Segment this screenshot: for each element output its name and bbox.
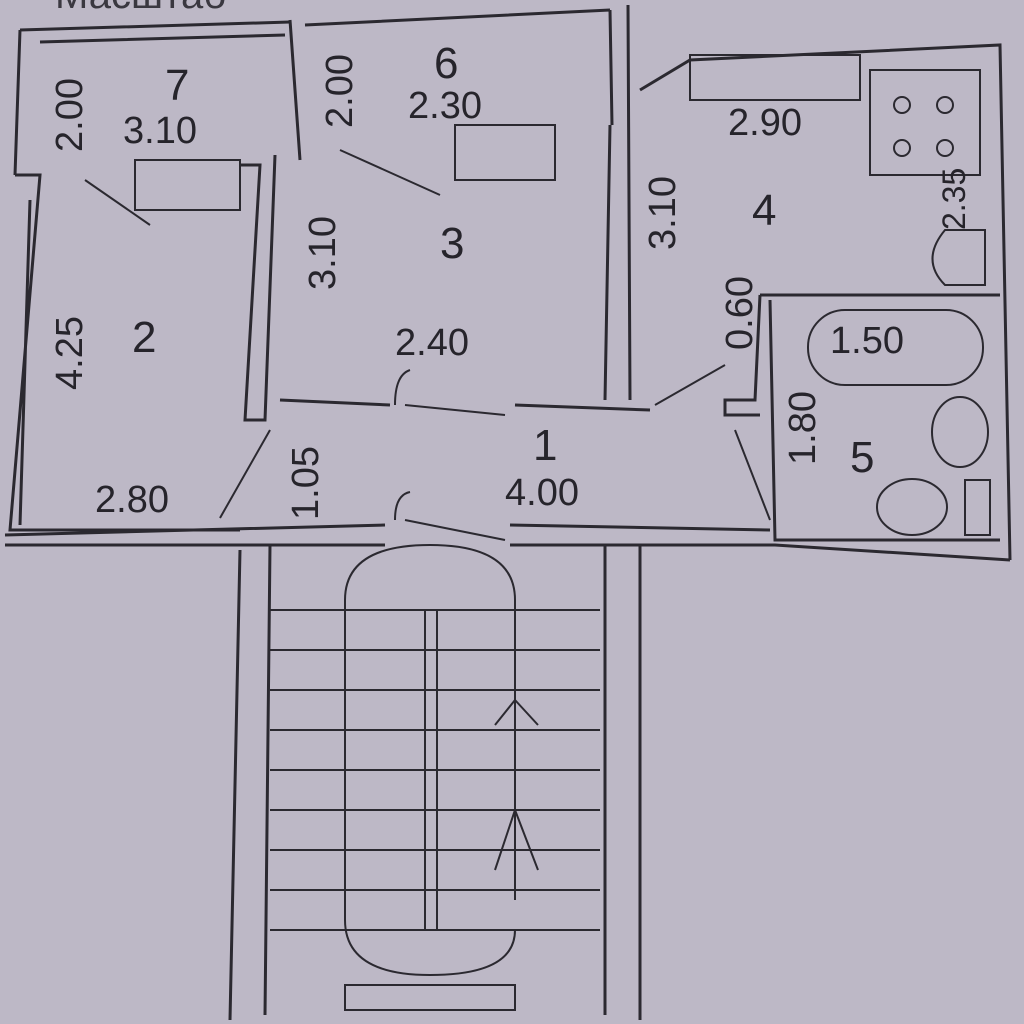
- staircase: [270, 543, 600, 1011]
- room-number-6: 6: [434, 39, 458, 88]
- dim-kitchen-side: 2.35: [936, 168, 972, 230]
- bathtub-icon: [807, 309, 984, 386]
- dim-room6-width: 2.30: [408, 85, 482, 127]
- room-number-1: 1: [533, 421, 557, 470]
- room-number-7: 7: [165, 61, 189, 110]
- room-number-3: 3: [440, 219, 464, 268]
- sink-icon: [931, 229, 986, 286]
- dim-room7-width: 3.10: [123, 110, 197, 152]
- dim-room1-width: 4.00: [505, 472, 579, 514]
- dim-room5-width: 1.50: [830, 320, 904, 362]
- doors: [84, 149, 771, 541]
- dim-room2-width: 2.80: [95, 479, 169, 521]
- dim-bath-gap: 0.60: [719, 276, 761, 350]
- room-number-2: 2: [132, 313, 156, 362]
- dim-room7-height: 2.00: [49, 78, 91, 152]
- scale-label: Масштаб: [55, 0, 226, 17]
- dim-room1-height: 1.05: [285, 446, 327, 520]
- dim-room3-height: 3.10: [302, 216, 344, 290]
- dim-room4-height: 3.10: [642, 176, 684, 250]
- dim-room5-height: 1.80: [782, 391, 824, 465]
- dim-room6-height: 2.00: [319, 54, 361, 128]
- stove-icon: [869, 69, 981, 176]
- washbasin-icon: [931, 396, 989, 468]
- dim-room4-width: 2.90: [728, 102, 802, 144]
- stair-direction-arrow: [344, 543, 539, 977]
- room-number-5: 5: [850, 433, 874, 482]
- room-number-4: 4: [752, 186, 776, 235]
- walls: [4, 4, 1012, 1021]
- radiators: [134, 54, 861, 211]
- toilet-icon: [876, 478, 991, 536]
- dim-room3-width: 2.40: [395, 322, 469, 364]
- dim-room2-height: 4.25: [49, 316, 91, 390]
